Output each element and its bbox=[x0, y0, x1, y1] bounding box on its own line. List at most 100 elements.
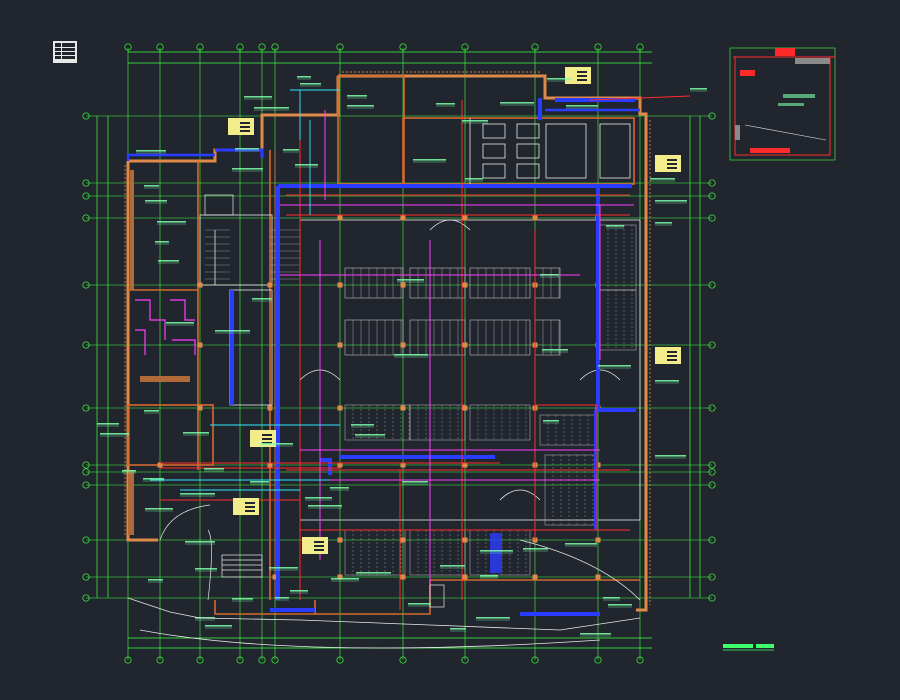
annotation-text-mark bbox=[397, 279, 424, 281]
structural-column bbox=[337, 342, 343, 348]
stair-and-core-elements bbox=[159, 194, 641, 608]
drawing-annotations bbox=[97, 76, 707, 637]
annotation-text-mark bbox=[500, 102, 534, 104]
equipment-tag-mark bbox=[314, 541, 324, 543]
annotation-text-mark bbox=[185, 541, 215, 543]
grid-axis-bubbles bbox=[82, 43, 716, 664]
annotation-text-mark bbox=[547, 78, 572, 80]
grid-axis-bubble-icon bbox=[708, 594, 716, 602]
annotation-text-mark bbox=[215, 330, 250, 332]
annotation-text-mark bbox=[122, 470, 136, 472]
parking-bay bbox=[469, 267, 531, 299]
annotation-text-mark bbox=[136, 150, 166, 152]
annotation-text-mark bbox=[204, 468, 224, 470]
annotation-text-mark bbox=[650, 178, 675, 180]
annotation-text-mark bbox=[608, 604, 632, 606]
annotation-text-mark bbox=[566, 105, 598, 107]
structural-column bbox=[267, 282, 273, 288]
building-wall-hatching bbox=[124, 71, 651, 605]
grid-axis-bubble-icon bbox=[236, 656, 244, 664]
structural-column bbox=[462, 537, 468, 543]
grid-axis-bubble-icon bbox=[531, 656, 539, 664]
grid-axis-bubble-icon bbox=[708, 461, 716, 469]
structural-column bbox=[400, 537, 406, 543]
equipment-tag-mark bbox=[314, 545, 324, 547]
grid-axis-bubble-icon bbox=[636, 656, 644, 664]
structural-column bbox=[462, 574, 468, 580]
grid-axis-bubble-icon bbox=[708, 192, 716, 200]
annotation-text-mark bbox=[394, 354, 428, 356]
annotation-text-mark bbox=[450, 628, 466, 630]
grid-axis-bubble-icon bbox=[708, 481, 716, 489]
equipment-tag-mark bbox=[262, 434, 272, 436]
grid-axis-bubble-icon bbox=[258, 43, 266, 51]
annotation-text-mark bbox=[598, 365, 631, 367]
annotation-text-mark bbox=[440, 565, 465, 567]
grid-axis-bubble-icon bbox=[271, 43, 279, 51]
structural-column bbox=[532, 215, 538, 221]
structural-column bbox=[400, 342, 406, 348]
magenta-room-partitions bbox=[135, 299, 196, 355]
grid-axis-bubble-icon bbox=[271, 656, 279, 664]
equipment-tag-mark bbox=[240, 126, 250, 128]
annotation-text-mark bbox=[290, 590, 308, 592]
grid-axis-bubble-icon bbox=[336, 43, 344, 51]
grid-axis-bubble-icon bbox=[708, 573, 716, 581]
annotation-text-mark bbox=[347, 95, 367, 97]
grid-axis-bubble-icon bbox=[124, 43, 132, 51]
structural-column bbox=[400, 405, 406, 411]
equipment-tag-mark bbox=[577, 71, 587, 73]
annotation-text-mark bbox=[283, 149, 299, 151]
structural-column bbox=[197, 405, 203, 411]
structural-column bbox=[462, 215, 468, 221]
annotation-text-mark bbox=[145, 200, 167, 202]
parking-bay bbox=[409, 319, 466, 356]
annotation-text-mark bbox=[300, 83, 321, 85]
annotation-text-mark bbox=[330, 487, 349, 489]
structural-column bbox=[400, 462, 406, 468]
grid-axis-bubble-icon bbox=[82, 179, 90, 187]
annotation-text-mark bbox=[655, 380, 679, 382]
annotation-text-mark bbox=[606, 225, 624, 227]
equipment-tag-mark bbox=[667, 351, 677, 353]
structural-column bbox=[337, 574, 343, 580]
equipment-tag-mark bbox=[667, 163, 677, 165]
annotation-text-mark bbox=[655, 455, 686, 457]
parking-bay bbox=[469, 319, 531, 356]
grid-axis-bubble-icon bbox=[258, 656, 266, 664]
annotation-text-mark bbox=[480, 575, 498, 577]
equipment-tag-mark bbox=[667, 359, 677, 361]
structural-column bbox=[400, 215, 406, 221]
grid-axis-bubble-icon bbox=[124, 656, 132, 664]
grid-axis-bubble-icon bbox=[708, 404, 716, 412]
grid-axis-bubble-icon bbox=[531, 43, 539, 51]
grid-axis-bubble-icon bbox=[82, 468, 90, 476]
grid-axis-bubble-icon bbox=[82, 573, 90, 581]
annotation-text-mark bbox=[143, 478, 164, 480]
annotation-text-mark bbox=[543, 420, 559, 422]
annotation-text-mark bbox=[356, 572, 391, 574]
grid-axis-bubble-icon bbox=[82, 404, 90, 412]
grid-axis-bubble-icon bbox=[82, 481, 90, 489]
structural-column bbox=[337, 405, 343, 411]
annotation-text-mark bbox=[254, 107, 289, 109]
grid-axis-bubble-icon bbox=[708, 214, 716, 222]
grid-axis-bubble-icon bbox=[336, 656, 344, 664]
annotation-text-mark bbox=[205, 625, 232, 627]
grid-axis-bubble-icon bbox=[399, 43, 407, 51]
grid-axis-bubble-icon bbox=[708, 468, 716, 476]
mechanical-room-equipment bbox=[469, 118, 631, 184]
structural-column bbox=[197, 342, 203, 348]
structural-column bbox=[462, 282, 468, 288]
annotation-text-mark bbox=[308, 505, 342, 507]
structural-column bbox=[337, 462, 343, 468]
grid-axis-bubble-icon bbox=[708, 281, 716, 289]
grid-axis-bubble-icon bbox=[82, 536, 90, 544]
annotation-text-mark bbox=[690, 88, 707, 90]
grid-axis-bubble-icon bbox=[594, 656, 602, 664]
structural-column bbox=[337, 537, 343, 543]
annotation-text-mark bbox=[232, 598, 253, 600]
annotation-text-mark bbox=[195, 568, 217, 570]
grid-axis-bubble-icon bbox=[461, 43, 469, 51]
